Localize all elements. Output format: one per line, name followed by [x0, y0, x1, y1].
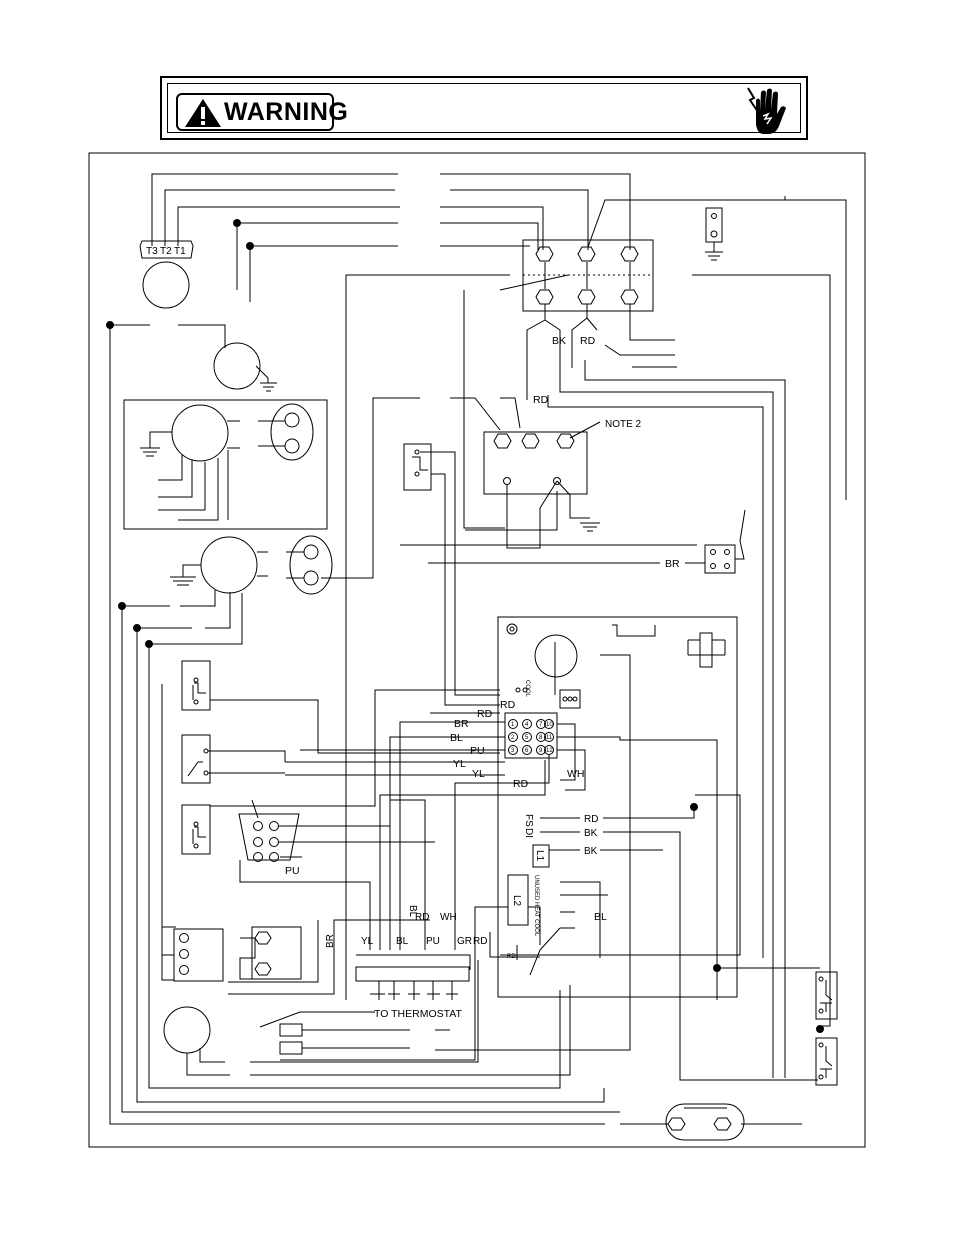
vertical-rd2-label: RD	[473, 936, 487, 947]
left-switch-2	[181, 734, 211, 784]
wire-bl-right-label: BL	[594, 911, 607, 923]
wire-rd-label: RD	[580, 335, 596, 347]
board-cool-mark: COOL	[524, 680, 530, 698]
motor-top-left	[139, 240, 194, 309]
bottom-left-hex-block	[251, 926, 302, 980]
electric-shock-hand-icon	[747, 87, 786, 134]
vertical-gr-label: GR	[457, 936, 472, 947]
contactor	[522, 239, 654, 312]
l1-bk-label: BK	[584, 846, 598, 857]
board-fan-speed-mark: UNUSED HEAT COOL	[533, 875, 539, 937]
blower-motor	[213, 342, 261, 390]
board-br-label: BR	[454, 718, 469, 730]
vertical-rd-label: RD	[415, 912, 429, 923]
limit-switch-small	[403, 443, 432, 491]
board-l1-mark: L1	[534, 850, 545, 862]
pin-6: 6	[525, 748, 529, 754]
pin-10: 10	[546, 722, 553, 728]
left-switch-3	[181, 804, 211, 855]
connector-pin-numbers: 1 2 3 4 5 6 7 8 9 10 11 12	[511, 722, 553, 754]
terminal-t1-label: T1	[174, 246, 186, 257]
pin-7: 7	[539, 722, 543, 728]
capacitor-block	[483, 431, 588, 495]
board-yl1-label: YL	[453, 758, 466, 770]
wire-rd-bottom-label: RD	[507, 954, 516, 960]
terminal-t2-label: T2	[160, 246, 172, 257]
to-thermostat-label: TO THERMOSTAT	[374, 1008, 462, 1020]
ground-lug-top	[705, 207, 723, 261]
compressor-box	[123, 399, 328, 530]
warning-banner: WARNING	[160, 76, 808, 140]
br-plug	[704, 540, 745, 574]
vertical-bl2-label: BL	[396, 936, 409, 947]
fuse-2	[279, 1041, 303, 1055]
control-board	[497, 616, 738, 998]
vertical-pu-label: PU	[426, 936, 440, 947]
high-pressure-switch	[815, 971, 838, 1020]
di-bk-label: BK	[584, 828, 598, 839]
board-bl-label: BL	[450, 732, 463, 744]
board-pu-label: PU	[470, 745, 485, 757]
board-rd2-label: RD	[477, 708, 493, 720]
pin-9: 9	[539, 748, 543, 754]
note-2-label: NOTE 2	[605, 419, 642, 430]
pin-1: 1	[511, 722, 515, 728]
warning-text: WARNING	[224, 98, 349, 126]
vertical-yl-label: YL	[361, 936, 374, 947]
warning-badge: WARNING	[176, 93, 348, 131]
board-rd3-label: RD	[513, 778, 529, 790]
terminal-t3-label: T3	[146, 246, 158, 257]
wire-br-right-label: BR	[665, 558, 680, 570]
thermostat-terminal-strip	[355, 966, 470, 1000]
pin-5: 5	[525, 735, 529, 741]
six-pin-plug	[238, 813, 300, 862]
pin-12: 12	[546, 748, 553, 754]
warning-triangle-icon	[185, 99, 221, 127]
board-fs-mark: FS	[523, 814, 534, 827]
vertical-bl-label: BL	[407, 905, 418, 918]
low-pressure-switch	[815, 1037, 838, 1086]
board-di-mark: DI	[523, 828, 534, 838]
fan-motor	[170, 397, 521, 595]
board-yl2-label: YL	[472, 768, 485, 780]
bottom-oval-sensor	[665, 1103, 745, 1141]
motor-terminal-labels: T3 T2 T1	[146, 246, 186, 257]
wire-pu-left-label: PU	[285, 865, 300, 877]
fs-rd-label: RD	[584, 814, 598, 825]
pin-4: 4	[525, 722, 529, 728]
board-rd1-label: RD	[500, 699, 516, 711]
pin-3: 3	[511, 748, 515, 754]
pin-2: 2	[511, 735, 515, 741]
left-switch-1	[181, 660, 211, 711]
vertical-wh-label: WH	[440, 912, 457, 923]
fuse-1	[279, 1023, 303, 1037]
warning-banner-inner: WARNING	[167, 83, 801, 134]
wire-rd-mid-label: RD	[533, 394, 549, 406]
bottom-left-relay	[173, 928, 224, 982]
defrost-motor	[163, 1006, 211, 1054]
wire-bk-label: BK	[552, 335, 566, 347]
vertical-br-label: BR	[325, 934, 336, 948]
diagram-frame	[88, 152, 866, 1148]
board-wh-label: WH	[567, 768, 585, 780]
board-l2-mark: L2	[511, 895, 522, 907]
pin-8: 8	[539, 735, 543, 741]
pin-11: 11	[546, 735, 553, 741]
